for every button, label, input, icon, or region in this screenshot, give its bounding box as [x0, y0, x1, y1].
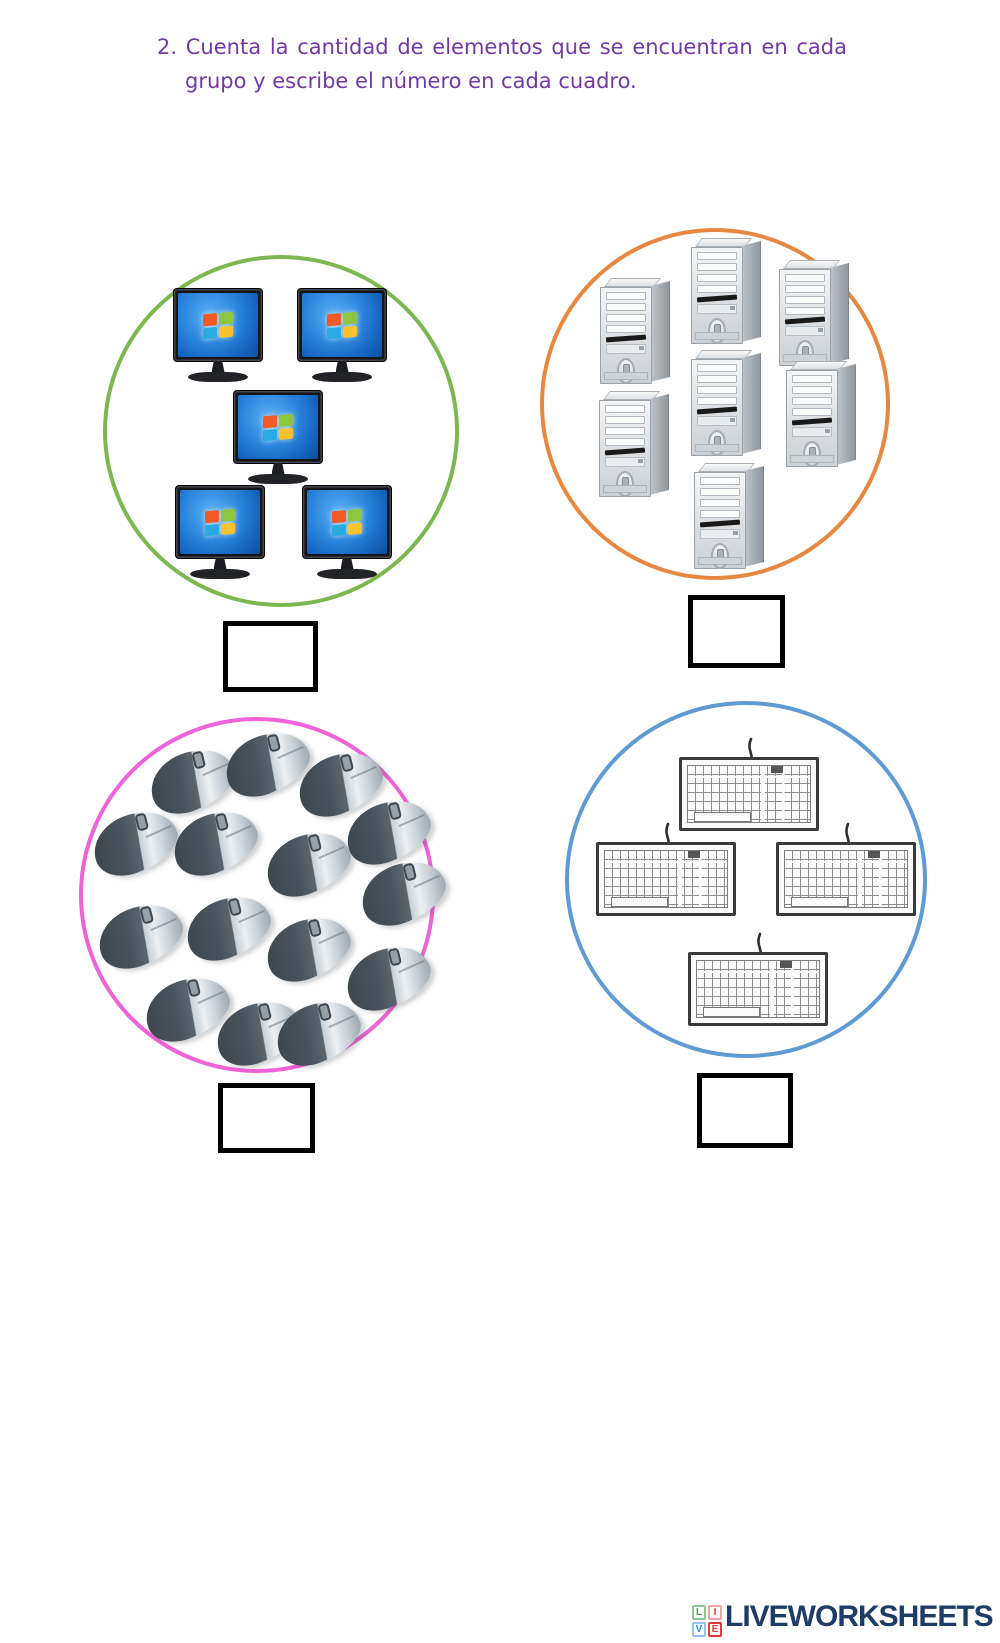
instruction-line-2: grupo y escribe el número en cada cuadro… [185, 69, 637, 93]
liveworksheets-grid-icon: L I V E [692, 1605, 722, 1637]
computer-tower-icon [691, 235, 765, 345]
monitor-screen [233, 390, 323, 464]
logo-letter-v: V [692, 1622, 706, 1637]
group-circle-towers [540, 228, 890, 580]
keyboard-body [596, 842, 736, 916]
monitor-screen [173, 288, 263, 362]
instruction-line-1: 2. Cuenta la cantidad de elementos que s… [157, 35, 847, 59]
monitor-icon [175, 485, 265, 583]
keyboard-body [688, 952, 828, 1026]
keyboard-icon [688, 932, 828, 1027]
keyboard-icon [679, 737, 819, 832]
logo-letter-l: L [692, 1605, 706, 1620]
liveworksheets-logo: L I V E LIVEWORKSHEETS [692, 1596, 994, 1638]
windows-logo-icon [203, 311, 233, 339]
logo-letter-i: I [708, 1605, 722, 1620]
monitor-screen [297, 288, 387, 362]
monitor-screen [302, 485, 392, 559]
answer-box-mice[interactable] [218, 1083, 315, 1153]
monitor-icon [173, 288, 263, 386]
liveworksheets-wordmark: LIVEWORKSHEETS [725, 1600, 994, 1633]
windows-logo-icon [205, 508, 235, 536]
answer-box-towers[interactable] [688, 595, 785, 668]
windows-logo-icon [332, 508, 362, 536]
monitor-icon [302, 485, 392, 583]
logo-letter-e: E [708, 1622, 722, 1637]
group-circle-monitors [103, 255, 459, 607]
windows-logo-icon [327, 311, 357, 339]
computer-tower-icon [691, 347, 765, 457]
keyboard-body [679, 757, 819, 831]
computer-tower-icon [600, 275, 674, 385]
windows-logo-icon [263, 413, 293, 441]
keyboard-body [776, 842, 916, 916]
computer-tower-icon [779, 257, 853, 367]
monitor-screen [175, 485, 265, 559]
keyboard-icon [776, 822, 916, 917]
answer-box-keyboards[interactable] [697, 1073, 793, 1148]
computer-tower-icon [694, 460, 768, 570]
monitor-icon [233, 390, 323, 488]
answer-box-monitors[interactable] [223, 621, 318, 692]
group-circle-keyboards [565, 701, 927, 1058]
monitor-icon [297, 288, 387, 386]
computer-tower-icon [599, 388, 673, 498]
instruction-text: 2. Cuenta la cantidad de elementos que s… [157, 30, 847, 98]
computer-tower-icon [786, 358, 860, 468]
keyboard-icon [596, 822, 736, 917]
